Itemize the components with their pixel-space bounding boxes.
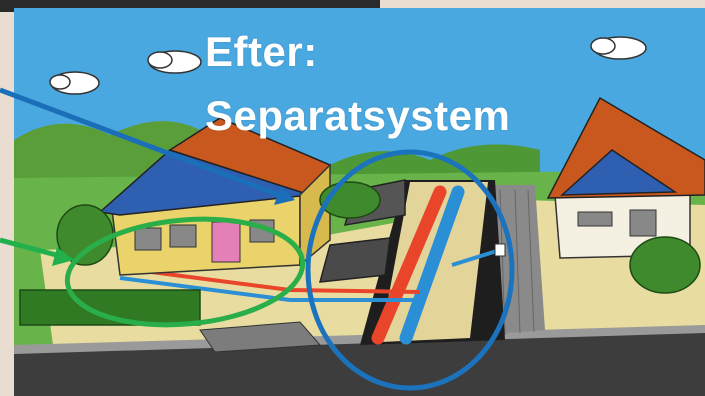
- slide-title-line-1: Efter:: [205, 30, 318, 74]
- cloud-left: [50, 72, 99, 94]
- slide-title-line-2: Separatsystem: [205, 94, 510, 138]
- cloud-top: [148, 51, 201, 73]
